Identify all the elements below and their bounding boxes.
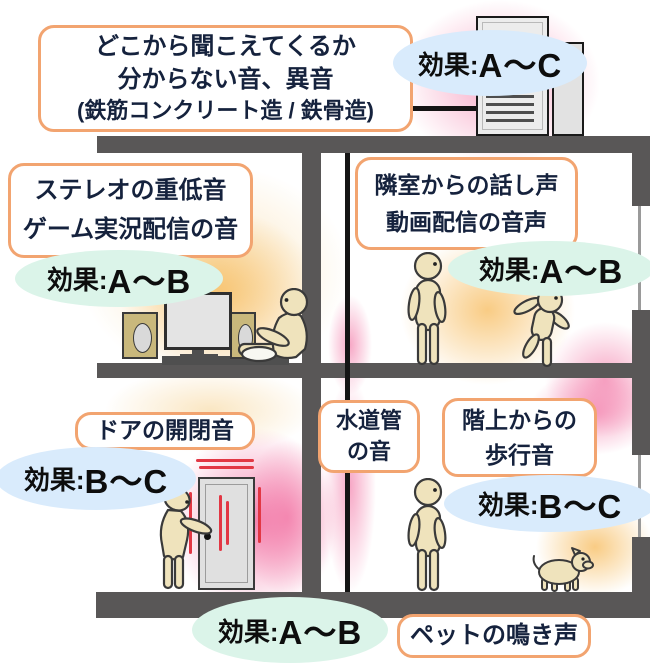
effect-badge-neighbor: 効果:A～B — [448, 241, 650, 296]
wall-right-upper — [632, 136, 650, 206]
effect-prefix: 効果: — [23, 465, 85, 495]
dog-figure — [532, 547, 594, 592]
effect-badge-door: 効果:B～C — [0, 447, 196, 510]
vibration-line — [219, 495, 222, 551]
tv-shelf — [162, 356, 289, 365]
note-line: (鉄筋コンクリート造 / 鉄骨造) — [77, 98, 374, 124]
listening-person-figure — [407, 478, 447, 592]
effect-value: A～C — [478, 47, 563, 84]
sitting-gamer-figure — [237, 288, 309, 363]
door-knob — [204, 533, 211, 540]
effect-prefix: 効果: — [417, 49, 479, 80]
effect-prefix: 効果: — [477, 490, 539, 520]
note-line: 分からない音、異音 — [117, 65, 334, 93]
note-line: ドアの開閉音 — [96, 417, 234, 444]
vibration-line — [258, 487, 261, 543]
heater-vent-line — [486, 119, 534, 122]
heater-vent-line — [486, 95, 534, 98]
effect-value: A～B — [278, 614, 363, 651]
vibration-line — [199, 466, 254, 469]
jumping-person-figure — [513, 286, 570, 368]
vibration-line — [226, 501, 229, 545]
note-line: 隣室からの話し声 — [374, 171, 559, 198]
effect-badge-stereo: 効果:A～B — [15, 250, 223, 307]
effect-prefix: 効果: — [478, 255, 540, 285]
effect-value: B～C — [84, 462, 169, 500]
note-line: 階上からの — [462, 407, 577, 433]
note-line: 動画配信の音声 — [386, 208, 547, 235]
note-line: の音 — [346, 438, 391, 464]
note-neighbor-voices: 隣室からの話し声 動画配信の音声 — [355, 157, 578, 250]
effect-prefix: 効果: — [46, 265, 108, 295]
effect-prefix: 効果: — [217, 616, 279, 647]
note-line: 水道管 — [335, 407, 402, 433]
note-line: ゲーム実況配信の音 — [22, 215, 239, 243]
effect-badge-footsteps: 効果:B～C — [444, 475, 650, 532]
tv-stand-neck — [192, 350, 204, 356]
heater-vent-line — [486, 103, 534, 106]
glow-pipe-upper — [328, 295, 372, 395]
vibration-line — [196, 459, 254, 462]
talking-person-figure — [407, 252, 447, 366]
note-stereo-bass: ステレオの重低音 ゲーム実況配信の音 — [8, 163, 253, 258]
tv-stand-base — [180, 354, 218, 358]
wall-right-middle — [632, 310, 650, 455]
note-line: 歩行音 — [485, 441, 554, 468]
speaker-left — [122, 312, 158, 359]
slab-roof — [97, 136, 650, 153]
slab-middle-floor — [97, 363, 650, 378]
note-unknown-sounds: どこから聞こえてくるか 分からない音、異音 (鉄筋コンクリート造 / 鉄骨造) — [38, 25, 413, 132]
speaker-cone — [133, 323, 152, 353]
note-water-pipe: 水道管 の音 — [318, 400, 420, 473]
effect-value: A～B — [539, 252, 624, 290]
effect-value: A～B — [107, 262, 192, 300]
wall-right-lower — [632, 537, 650, 618]
effect-badge-top: 効果:A～C — [393, 30, 587, 96]
heater-pipe-line — [413, 106, 477, 111]
effect-value: B～C — [538, 487, 623, 525]
note-footsteps: 階上からの 歩行音 — [442, 398, 597, 477]
note-line: ペットの鳴き声 — [410, 621, 578, 649]
wall-center — [302, 153, 321, 592]
heater-vent-line — [486, 111, 534, 114]
note-line: ステレオの重低音 — [34, 177, 227, 205]
water-pipe — [345, 153, 350, 592]
note-pet-sounds: ペットの鳴き声 — [397, 614, 591, 658]
note-line: どこから聞こえてくるか — [95, 33, 356, 61]
note-door-sound: ドアの開閉音 — [75, 412, 255, 450]
effect-badge-pet: 効果:A～B — [192, 597, 388, 663]
